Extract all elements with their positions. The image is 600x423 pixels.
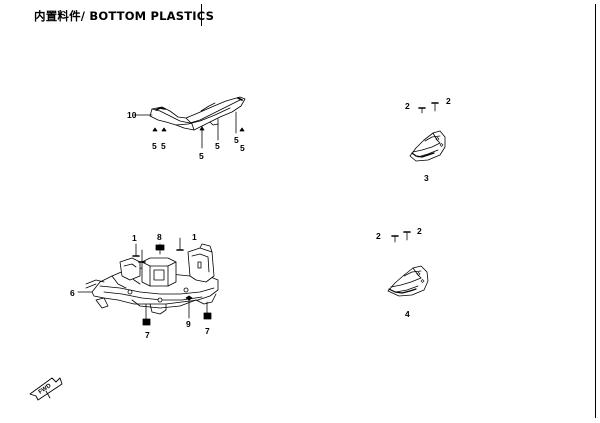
callout-5c: 5 <box>199 151 204 161</box>
callout-2b: 2 <box>446 96 451 106</box>
fwd-direction-arrow <box>29 377 63 401</box>
callout-10: 10 <box>127 110 137 120</box>
callout-5e: 5 <box>234 135 239 145</box>
part-10-leaders <box>133 111 237 149</box>
part-6-fasteners <box>77 237 212 326</box>
callout-2d: 2 <box>417 226 422 236</box>
callout-1b: 1 <box>192 232 197 242</box>
part-3-skid-plate <box>409 130 446 162</box>
callout-6: 6 <box>70 288 75 298</box>
callout-3: 3 <box>424 173 429 183</box>
callout-5d: 5 <box>215 141 220 151</box>
title-divider-line <box>201 4 202 26</box>
part-4-skid-plate <box>387 265 429 297</box>
callout-2c: 2 <box>376 231 381 241</box>
callout-4: 4 <box>405 309 410 319</box>
callout-9: 9 <box>186 319 191 329</box>
part-6-frame-assembly <box>85 243 219 315</box>
callout-8: 8 <box>157 232 162 242</box>
callout-5a: 5 <box>152 141 157 151</box>
part-4-bolts <box>391 231 411 243</box>
callout-5b: 5 <box>161 141 166 151</box>
callout-5f: 5 <box>240 143 245 153</box>
callout-2a: 2 <box>405 101 410 111</box>
part-10-bottom-panel <box>149 96 246 131</box>
page-title: 内置料件/ BOTTOM PLASTICS <box>34 9 215 23</box>
part-5-screw-marks <box>152 126 245 132</box>
callout-7b: 7 <box>205 326 210 336</box>
page-border-right <box>595 4 596 418</box>
callout-7a: 7 <box>145 330 150 340</box>
callout-1a: 1 <box>132 233 137 243</box>
part-3-bolts <box>418 102 439 114</box>
